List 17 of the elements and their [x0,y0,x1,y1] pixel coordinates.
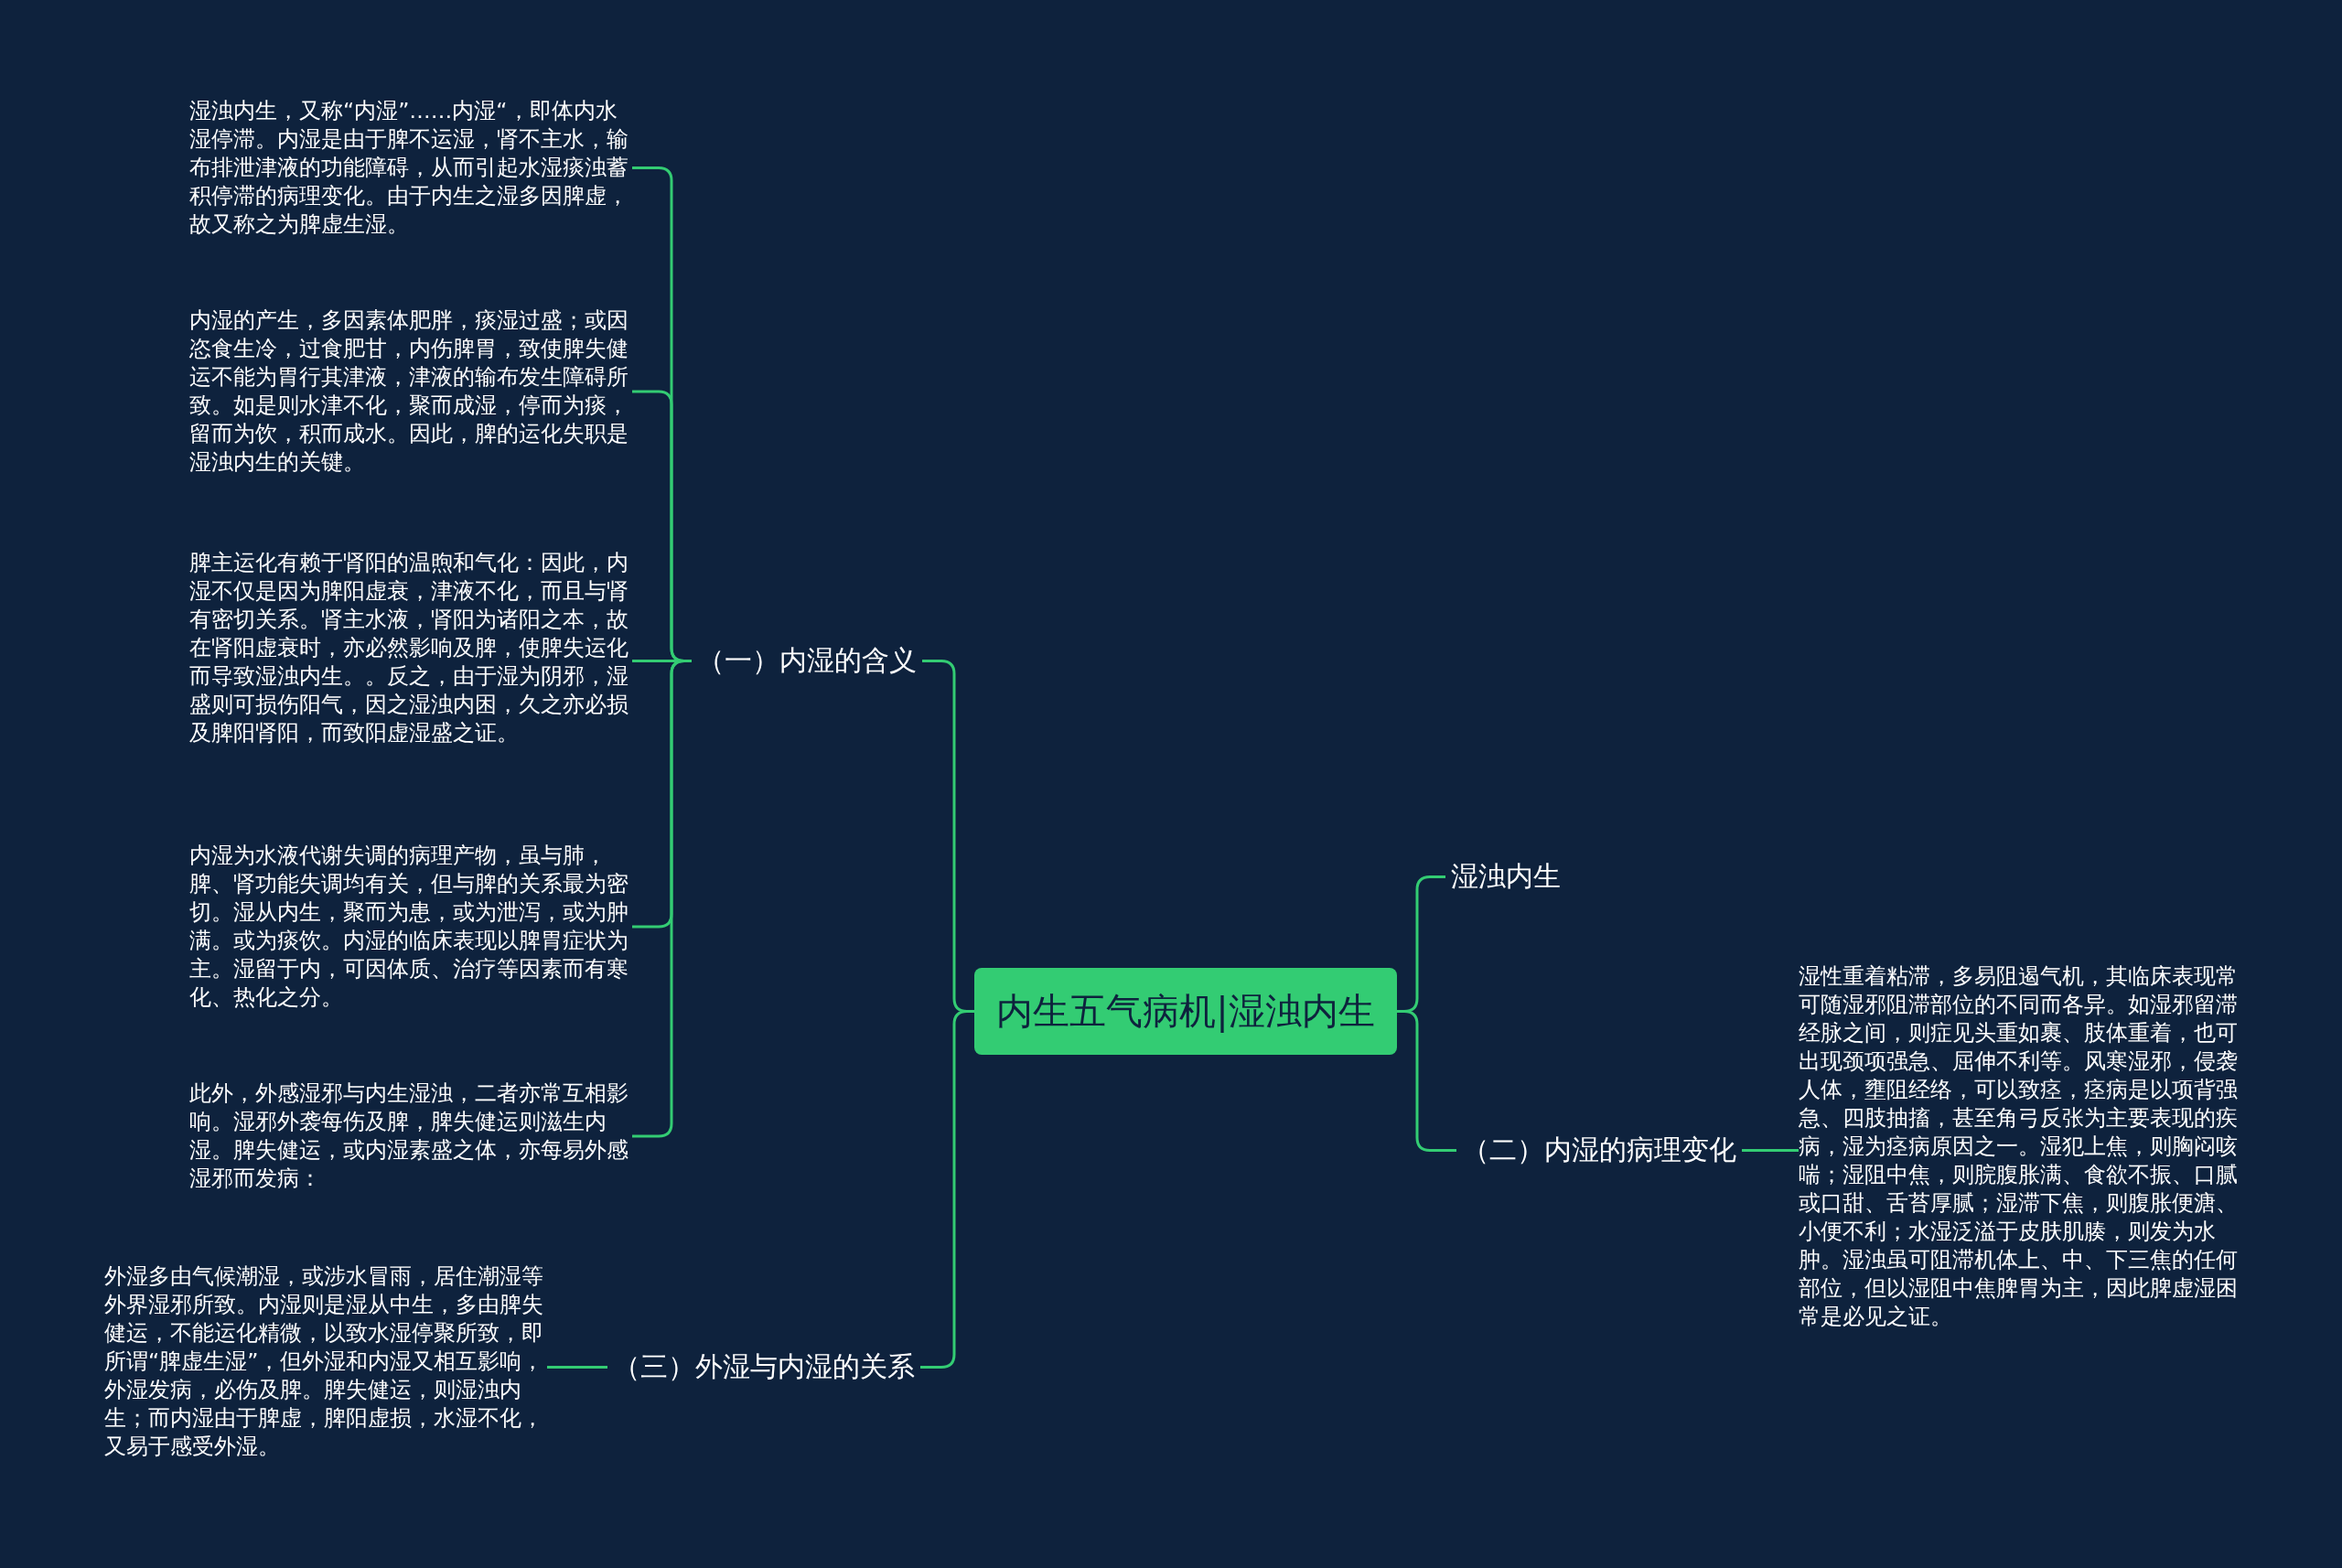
note-text: 湿性重着粘滞，多易阻遏气机，其临床表现常可随湿邪阻滞部位的不同而各异。如湿邪留滞经脉之间，则症见头重如裹、肢体重着，也可出现颈项强急、屈伸不利等。风寒湿邪，侵袭人体，壅阻经络，可以致痉，痉病是以项背强急、四肢抽搐，甚至角弓反张为主要表现的疾病，湿为痉病原因之一。湿犯上焦，则胸闷咳喘；湿阻中焦，则脘腹胀满、食欲不振、口腻或口甜、舌苔厚腻；湿滞下焦，则腹胀便溏、小便不利；水湿泛溢于皮肤肌腠，则发为水肿。湿浊虽可阻滞机体上、中、下三焦的任何部位，但以湿阻中焦脾胃为主，因此脾虚湿困常是必见之证。 [1799,962,2241,1331]
note-text: 内湿的产生，多因素体肥胖，痰湿过盛；或因恣食生冷，过食肥甘，内伤脾胃，致使脾失健运不能为胃行其津液，津液的输布发生障碍所致。如是则水津不化，聚而成湿，停而为痰，留而为饮，积而成水。因此，脾的运化失职是湿浊内生的关键。 [189,306,632,477]
topic-label: （一）内湿的含义 [692,639,922,683]
connector-line [1397,1010,1456,1152]
note-text: 湿浊内生，又称“内湿”……内湿“，即体内水湿停滞。内湿是由于脾不运湿，肾不主水，输布排泄津液的功能障碍，从而引起水湿痰浊蓄积停滞的病理变化。由于内生之湿多因脾虚，故又称之为脾虚生湿。 [189,97,632,239]
note-text: 外湿多由气候潮湿，或涉水冒雨，居住潮湿等外界湿邪所致。内湿则是湿从中生，多由脾失健运，不能运化精微，以致水湿停聚所致，即所谓“脾虚生湿”，但外湿和内湿又相互影响，外湿发病，必伤及脾。脾失健运，则湿浊内生；而内湿由于脾虚，脾阳虚损，水湿不化，又易于感受外湿。 [104,1262,547,1461]
topic-label: （三）外湿与内湿的关系 [607,1345,920,1390]
topic-label: 湿浊内生 [1445,854,1566,899]
central-topic-box: 内生五气病机|湿浊内生 [974,968,1397,1055]
connector-line [920,1010,974,1369]
topic-label: （二）内湿的病理变化 [1456,1128,1742,1173]
connector-line [1742,1149,1799,1152]
note-text: 此外，外感湿邪与内生湿浊，二者亦常互相影响。湿邪外袭每伤及脾，脾失健运则滋生内湿。脾失健运，或内湿素盛之体，亦每易外感湿邪而发病： [189,1079,632,1193]
connector-line [632,660,692,1138]
connector-line [547,1366,607,1369]
note-text: 内湿为水液代谢失调的病理产物，虽与肺，脾、肾功能失调均有关，但与脾的关系最为密切。湿从内生，聚而为患，或为泄泻，或为肿满。或为痰饮。内湿的临床表现以脾胃症状为主。湿留于内，可因体质、治疗等因素而有寒化、热化之分。 [189,842,632,1012]
note-text: 脾主运化有赖于肾阳的温煦和气化：因此，内湿不仅是因为脾阳虚衰，津液不化，而且与肾有密切关系。肾主水液，肾阳为诸阳之本，故在肾阳虚衰时，亦必然影响及脾，使脾失运化而导致湿浊内生。。反之，由于湿为阴邪，湿盛则可损伤阳气，因之湿浊内困，久之亦必损及脾阳肾阳，而致阳虚湿盛之证。 [189,549,632,747]
